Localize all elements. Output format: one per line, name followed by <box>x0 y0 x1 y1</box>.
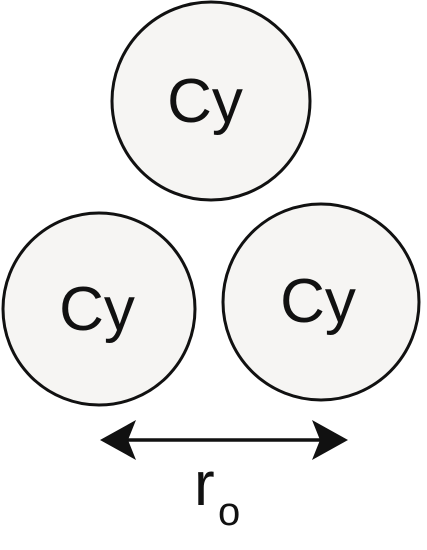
distance-symbol: r <box>194 450 215 519</box>
circle-left-label: Cy <box>59 275 135 344</box>
distance-arrow <box>100 420 348 460</box>
circle-right-label: Cy <box>280 267 356 336</box>
arrow-right-head <box>312 420 348 460</box>
circle-top-shape <box>110 0 312 202</box>
circle-right-shape <box>221 202 421 402</box>
circle-top: Cy <box>110 0 312 202</box>
distance-subscript: o <box>218 490 240 534</box>
circle-left-shape <box>1 211 197 407</box>
circle-top-label: Cy <box>167 67 243 136</box>
arrow-left-head <box>100 420 136 460</box>
circle-right: Cy <box>221 202 421 402</box>
circle-left: Cy <box>1 211 197 407</box>
distance-label: r o <box>194 450 240 534</box>
